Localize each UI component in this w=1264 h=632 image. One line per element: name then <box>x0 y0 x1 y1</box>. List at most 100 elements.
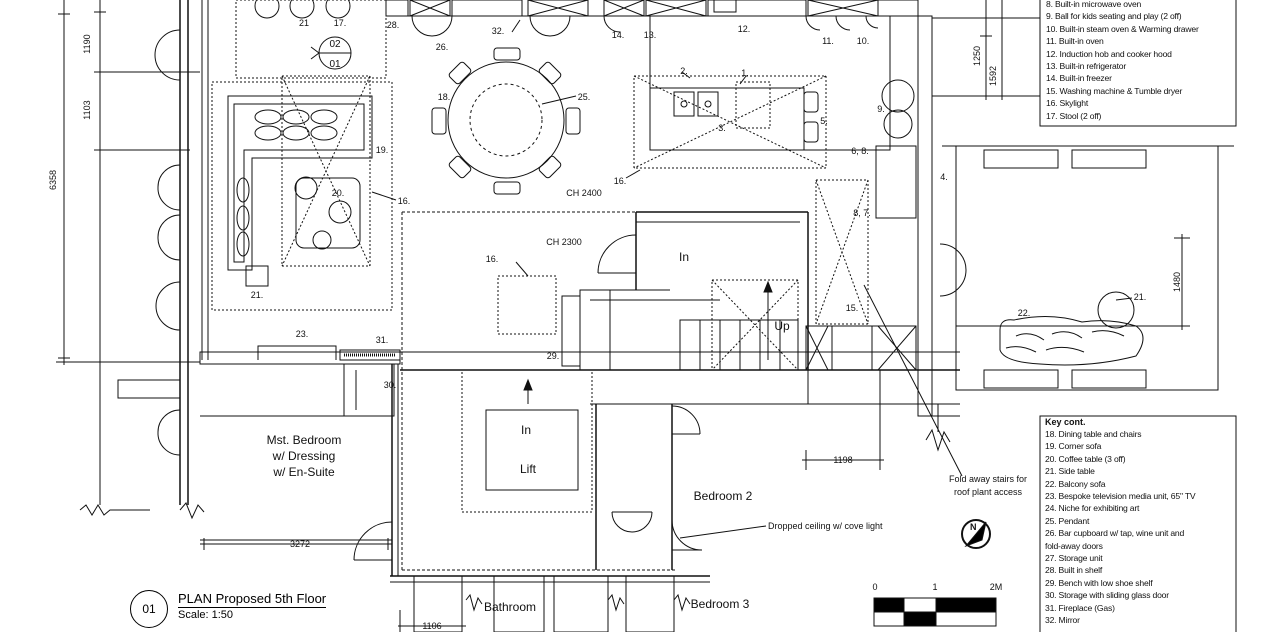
dim-3272: 3272 <box>290 539 310 549</box>
label-32: 32. <box>492 26 505 36</box>
key-item: 23. Bespoke television media unit, 65" T… <box>1045 491 1196 502</box>
drawing-title: PLAN Proposed 5th Floor <box>178 591 327 608</box>
fold-away-note-1: Fold away stairs for <box>949 474 1027 484</box>
entry-in-label: In <box>679 250 689 264</box>
label-16c: 16. <box>486 254 499 264</box>
fold-away-note-2: roof plant access <box>954 487 1023 497</box>
key-item: 32. Mirror <box>1045 615 1080 626</box>
living-area <box>211 0 393 311</box>
dim-6358: 6358 <box>48 170 58 190</box>
key-item: 8. Built-in microwave oven <box>1046 0 1142 9</box>
label-20: 20. <box>332 188 345 198</box>
label-30: 30. <box>384 380 397 390</box>
key-item: 25. Pendant <box>1045 515 1090 526</box>
key-item: 20. Coffee table (3 off) <box>1045 453 1126 464</box>
label-10: 10. <box>857 36 870 46</box>
scale-label-1: 1 <box>932 582 937 592</box>
north-letter: N <box>970 522 977 532</box>
key-item: 27. Storage unit <box>1045 553 1103 564</box>
key-item: 14. Built-in freezer <box>1046 73 1112 84</box>
dim-1250: 1250 <box>972 46 982 66</box>
key-item: 9. Ball for kids seating and play (2 off… <box>1046 11 1182 22</box>
key-item: 30. Storage with sliding glass door <box>1045 590 1169 601</box>
stair-up-label: Up <box>774 319 790 333</box>
label-87: 8, 7. <box>853 208 871 218</box>
dim-1592: 1592 <box>988 66 998 86</box>
key-item: 29. Bench with low shoe shelf <box>1045 577 1153 588</box>
label-13: 13. <box>644 30 657 40</box>
key-item: 13. Built-in refrigerator <box>1046 61 1127 72</box>
dim-1198: 1198 <box>833 455 852 465</box>
label-68: 6, 8. <box>851 146 869 156</box>
label-5: 5. <box>820 116 828 126</box>
master-bedroom-label-3: w/ En-Suite <box>272 465 335 479</box>
label-12: 12. <box>738 24 751 34</box>
label-25: 25. <box>578 92 591 102</box>
drawing-scale: Scale: 1:50 <box>178 609 234 621</box>
lift-in-label: In <box>521 423 531 437</box>
key-item: 10. Built-in steam oven & Warming drawer <box>1046 23 1199 34</box>
key-continued: Key cont. 18. Dining table and chairs 19… <box>1045 416 1233 627</box>
master-bedroom-label-1: Mst. Bedroom <box>267 433 342 447</box>
label-19: 19. <box>376 145 389 155</box>
scale-label-0: 0 <box>872 582 877 592</box>
dim-1480: 1480 <box>1172 272 1182 292</box>
dim-1190: 1190 <box>82 34 92 53</box>
label-16b: 16. <box>614 176 627 186</box>
scale-bar <box>873 597 997 627</box>
key-item: 22. Balcony sofa <box>1045 478 1106 489</box>
key-item: 18. Dining table and chairs <box>1045 429 1142 439</box>
key-item: 28. Built in shelf <box>1045 565 1103 576</box>
bedroom3-label: Bedroom 3 <box>691 597 750 611</box>
key-item: 26. Bar cupboard w/ tap, wine unit and <box>1045 528 1185 539</box>
key-top: 8. Built-in microwave oven 9. Ball for k… <box>1046 0 1234 122</box>
key-item: 12. Induction hob and cooker hood <box>1046 48 1172 59</box>
ceiling-height-2300: CH 2300 <box>546 237 582 247</box>
key-item: 24. Niche for exhibiting art <box>1045 503 1140 514</box>
label-11: 11. <box>822 36 834 46</box>
label-29: 29. <box>547 351 560 361</box>
central-walls <box>390 179 960 632</box>
key-item: 16. Skylight <box>1046 98 1089 109</box>
bottom-dimensions <box>200 370 884 632</box>
label-31: 31. <box>376 335 389 345</box>
left-dimension-lines <box>56 0 205 520</box>
dim-1103: 1103 <box>82 100 92 119</box>
marker-02: 02 <box>329 39 341 50</box>
label-26: 26. <box>436 42 449 52</box>
label-22: 22. <box>1018 308 1031 318</box>
marker-01: 01 <box>329 59 341 70</box>
kitchen-island <box>633 15 917 219</box>
label-1: 1. <box>741 68 749 78</box>
dim-1106: 1106 <box>422 621 441 631</box>
key-item: 11. Built-in oven <box>1046 36 1104 47</box>
west-facade-windows <box>117 0 209 505</box>
label-21a: 21 <box>299 18 309 28</box>
north-arrow <box>961 519 991 549</box>
bathroom-label: Bathroom <box>484 600 536 614</box>
key-item: 19. Corner sofa <box>1045 441 1102 452</box>
label-2: 2. <box>680 66 688 76</box>
key-item: 31. Fireplace (Gas) <box>1045 602 1115 613</box>
key-item: 17. Stool (2 off) <box>1046 110 1102 121</box>
label-17: 17. <box>334 18 347 28</box>
bedroom2-label: Bedroom 2 <box>694 489 753 503</box>
key-item: fold-away doors <box>1045 540 1103 551</box>
lift-label: Lift <box>520 462 537 476</box>
master-bedroom-walls <box>199 345 401 576</box>
label-21b: 21. <box>251 290 264 300</box>
scale-label-2: 2M <box>990 582 1003 592</box>
drawing-number: 01 <box>130 590 168 628</box>
dining-table <box>431 47 581 195</box>
key-cont-title: Key cont. <box>1045 417 1086 427</box>
label-4: 4. <box>940 172 948 182</box>
label-16a: 16. <box>398 196 411 206</box>
label-18: 18. <box>438 92 451 102</box>
label-14: 14. <box>612 30 625 40</box>
title-block: 01 PLAN Proposed 5th Floor Scale: 1:50 <box>130 588 370 628</box>
ceiling-height-2400: CH 2400 <box>566 188 602 198</box>
label-15: 15. <box>846 303 859 313</box>
label-3: 3. <box>718 123 726 133</box>
balcony <box>917 0 1237 632</box>
